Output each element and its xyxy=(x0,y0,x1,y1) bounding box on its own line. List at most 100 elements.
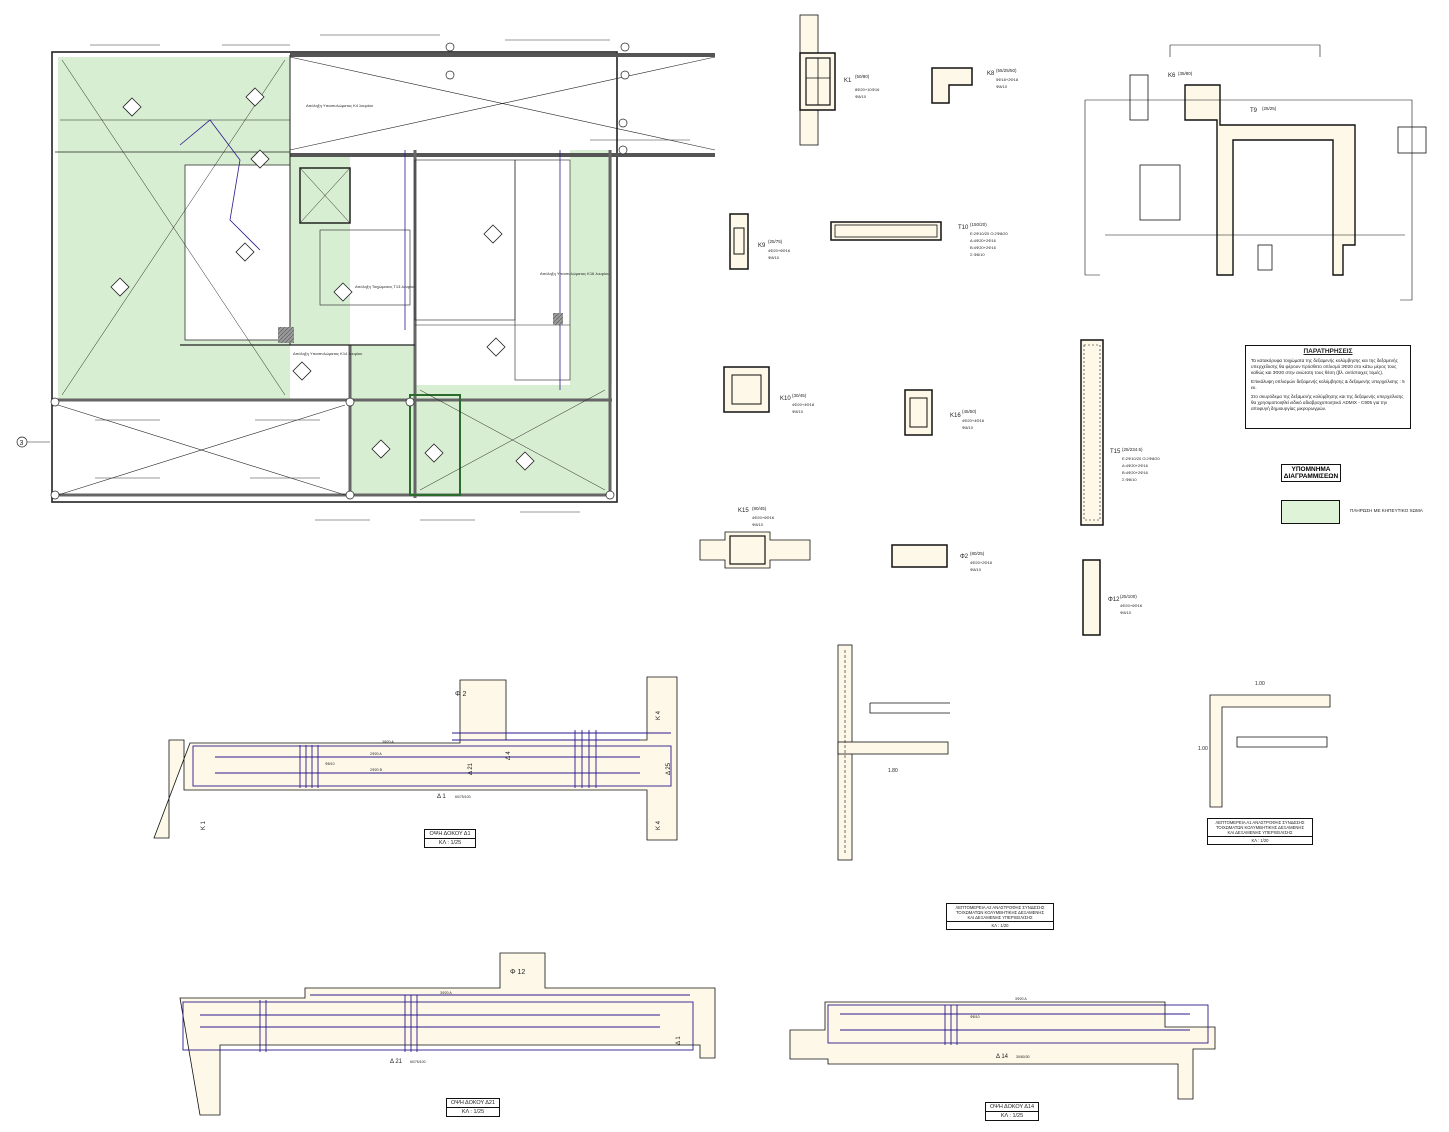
drawing-label: 1.80 xyxy=(888,768,898,774)
notes-title: ΠΑΡΑΤΗΡΗΣΕΙΣ xyxy=(1303,348,1353,355)
drawing-label: Δ 1 xyxy=(676,1036,682,1045)
section-f12 xyxy=(1082,559,1101,636)
title-name: ΟΨΗ ΔΟΚΟΥ Δ21 xyxy=(450,1100,496,1106)
drawing-label: Ε:2Φ10/20 Ο:2Φ8/20 xyxy=(1122,456,1161,461)
legend-title-line: ΥΠΟΜΝΗΜΑ xyxy=(1291,466,1331,473)
section-k6-t9 xyxy=(1184,84,1356,276)
beam-elevation-d14: Δ 14 30/60/30 3Φ20 Α Φ8/10 xyxy=(789,997,1216,1100)
drawing-label: (30/45) xyxy=(792,393,807,398)
legend-label: ΠΛΗΡΩΣΗ ΜΕ ΚΗΠΕΥΤΙΚΟ ΧΩΜΑ xyxy=(1350,508,1423,513)
notes-box: ΠΑΡΑΤΗΡΗΣΕΙΣ Τα κατακόρυφα τοιχώματα της… xyxy=(1245,345,1411,429)
detail-a1: 1.00 1.00 xyxy=(1198,681,1331,808)
plan-note: Απόληξη Υποστυλώματος Κ4 λουρίου xyxy=(306,103,373,108)
drawing-label: Φ2 xyxy=(960,554,969,560)
drawing-label: Δ 1 xyxy=(437,794,446,800)
drawing-label: T9 xyxy=(1250,108,1258,114)
title-line: ΛΕΠΤΟΜΕΡΕΙΑ Α1 ΑΝΑΣΤΡΟΦΗΣ ΣΥΝΔΕΣΗΣ xyxy=(1215,820,1305,825)
title-scale: ΚΛ : 1/20 xyxy=(947,921,1053,929)
drawing-label: K15 xyxy=(738,508,749,514)
drawing-label: 4Φ20+4Φ16 xyxy=(962,418,985,423)
section-t15 xyxy=(1080,339,1104,526)
drawing-label: Φ8/10 xyxy=(768,255,780,260)
legend-swatch-soil xyxy=(1281,500,1340,524)
drawing-label: 4Φ20+6Φ16 xyxy=(768,248,791,253)
section-t10 xyxy=(830,221,942,241)
drawing-label: Φ8/10 xyxy=(970,1015,980,1019)
drawing-label: 1.00 xyxy=(1255,681,1265,687)
drawing-label: Φ8/10 xyxy=(752,522,764,527)
drawing-label: Σ:Φ8/10 xyxy=(970,252,985,257)
title-block-d1: ΟΨΗ ΔΟΚΟΥ Δ1 ΚΛ : 1/25 xyxy=(424,829,476,848)
soil-fill-area xyxy=(570,150,612,385)
plan-note: Απόληξη Υποστυλώματος Κ16 λουρίου xyxy=(540,271,609,276)
drawing-label: (25/75) xyxy=(768,239,783,244)
title-scale: ΚΛ : 1/25 xyxy=(447,1107,499,1116)
drawing-label: Δ 25 xyxy=(666,762,672,775)
drawing-label: K 1 xyxy=(201,820,207,830)
column-sections xyxy=(699,14,1427,636)
drawing-label: K 4 xyxy=(656,710,662,720)
drawing-label: 3Φ20 Α xyxy=(440,991,452,995)
drawing-label: Ε:2Φ10/20 Ο:2Φ8/20 xyxy=(970,231,1009,236)
drawing-label: (150/20) xyxy=(970,222,987,227)
title-line: ΚΑΙ ΔΕΞΑΜΕΝΗΣ ΥΠΕΡΧΕΙΛΙΣΗΣ xyxy=(1227,830,1293,835)
note-paragraph: Επικάλυψη οπλισμών δεξαμενής κολύμβησης … xyxy=(1251,379,1405,390)
drawing-label: Σ:Φ8/10 xyxy=(1122,477,1137,482)
section-k8 xyxy=(931,67,973,104)
drawing-label: 4Φ20+2Φ16 xyxy=(970,560,993,565)
drawing-label: K1 xyxy=(844,78,852,84)
drawing-label: (80/45) xyxy=(752,506,767,511)
plan-note: Απόληξη Τοιχώματος Τ13 λουρίου xyxy=(355,284,415,289)
drawing-label: 1.00 xyxy=(1198,746,1208,752)
section-k10 xyxy=(723,366,770,413)
drawing-label: K 4 xyxy=(656,820,662,830)
drawing-label: (35/80) xyxy=(1178,71,1193,76)
title-block-d21: ΟΨΗ ΔΟΚΟΥ Δ21 ΚΛ : 1/25 xyxy=(446,1098,500,1117)
title-line: ΚΑΙ ΔΕΞΑΜΕΝΗΣ ΥΠΕΡΧΕΙΛΙΣΗΣ xyxy=(967,915,1033,920)
drawing-label: 2Φ20 Β xyxy=(370,768,383,772)
drawing-label: Φ 12 xyxy=(510,969,525,976)
title-block-d14: ΟΨΗ ΔΟΚΟΥ Δ14 ΚΛ : 1/25 xyxy=(985,1102,1039,1121)
drawing-label: 3Φ20 Α xyxy=(1015,997,1027,1001)
section-k9 xyxy=(729,213,749,270)
drawing-label: K9 xyxy=(758,243,766,249)
drawing-label: (25/100) xyxy=(1120,594,1137,599)
drawing-label: 30/60/30 xyxy=(1016,1055,1030,1059)
title-name: ΟΨΗ ΔΟΚΟΥ Δ1 xyxy=(429,831,471,837)
drawing-label: Φ12 xyxy=(1108,597,1120,603)
drawing-label: 4Φ20+6Φ16 xyxy=(752,515,775,520)
drawing-label: 4Φ20+4Φ18 xyxy=(792,402,815,407)
legend-title-line: ΔΙΑΓΡΑΜΜΙΣΕΩΝ xyxy=(1283,473,1339,480)
title-line: ΤΟΙΧΩΜΑΤΩΝ ΚΟΛΥΜΒΗΤΙΚΗΣ ΔΕΞΑΜΕΝΗΣ xyxy=(1215,825,1305,830)
section-k16 xyxy=(904,389,933,436)
drawing-label: 5Φ18+2Φ18 xyxy=(996,77,1019,82)
foundation-plan: 3 Απόληξη Υποστυλώματος Κ4 λουρίου Απόλη… xyxy=(16,34,716,521)
drawing-label: Δ 4 xyxy=(506,751,512,760)
section-f2 xyxy=(891,544,948,568)
drawing-label: Α:4Φ20+2Φ16 xyxy=(970,238,997,243)
drawing-label: Φ8/10 xyxy=(792,409,804,414)
drawing-label: 60/75/100 xyxy=(410,1060,426,1064)
drawing-label: Α:4Φ20+2Φ16 xyxy=(1122,463,1149,468)
drawing-label: 4Φ20+6Φ16 xyxy=(1120,603,1143,608)
drawing-label: (45/50) xyxy=(962,409,977,414)
drawing-label: K16 xyxy=(950,413,961,419)
drawing-label: T10 xyxy=(958,225,969,231)
drawing-label: (80/25) xyxy=(970,551,985,556)
drawing-label: Φ8/10 xyxy=(855,94,867,99)
drawing-label: Φ8/10 xyxy=(962,425,974,430)
drawing-label: Β:4Φ20+2Φ16 xyxy=(1122,470,1149,475)
drawing-label: (55/25/50) xyxy=(996,68,1017,73)
drawing-label: Φ8/10 xyxy=(1120,610,1132,615)
drawing-label: 3Φ20 Α xyxy=(382,740,394,744)
title-name: ΟΨΗ ΔΟΚΟΥ Δ14 xyxy=(989,1104,1035,1110)
plan-note: Απόληξη Υποστυλώματος Κ14 λουρίου xyxy=(293,351,362,356)
drawing-label: 60/75/100 xyxy=(455,795,471,799)
drawing-label: Δ 14 xyxy=(996,1054,1009,1060)
drawing-label: Φ 2 xyxy=(455,691,467,698)
